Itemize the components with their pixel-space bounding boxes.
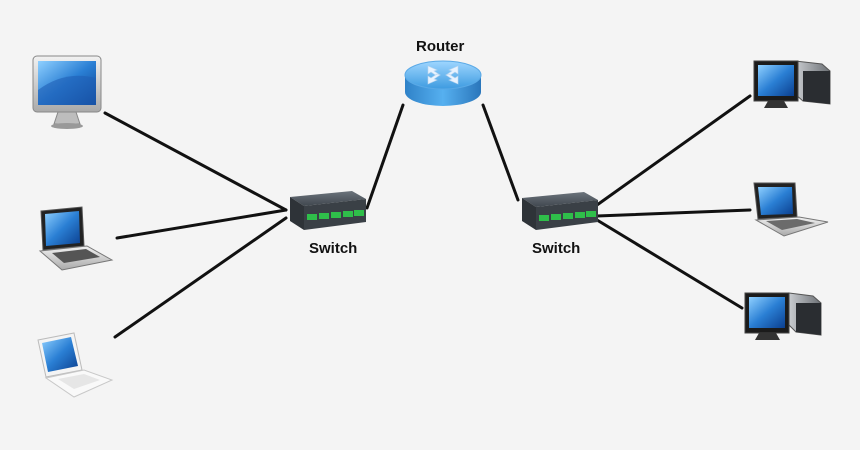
desktop-pc-bottom-icon (744, 292, 822, 340)
link-right-switch-to-desktop-bottom (595, 218, 744, 310)
network-links (103, 94, 752, 339)
switch-left-label: Switch (309, 240, 358, 257)
desktop-pc-icon (753, 60, 831, 108)
switch-right-label: Switch (532, 240, 581, 257)
switch-left-icon (290, 191, 366, 230)
link-right-switch-to-laptop-right (595, 208, 752, 218)
link-router-to-right-switch (481, 103, 520, 202)
link-right-switch-to-desktop-top (595, 94, 752, 207)
router-label: Router (416, 38, 465, 55)
link-macbook-to-left-switch (113, 216, 288, 339)
imac-icon (32, 55, 102, 129)
link-left-switch-to-router (365, 103, 405, 210)
link-laptop-to-left-switch (115, 208, 288, 240)
macbook-icon (37, 332, 114, 398)
link-imac-to-left-switch (103, 111, 288, 212)
switch-right-icon (522, 192, 598, 230)
router-icon (404, 60, 482, 106)
laptop-icon (38, 206, 114, 271)
laptop-right-icon (753, 182, 829, 237)
